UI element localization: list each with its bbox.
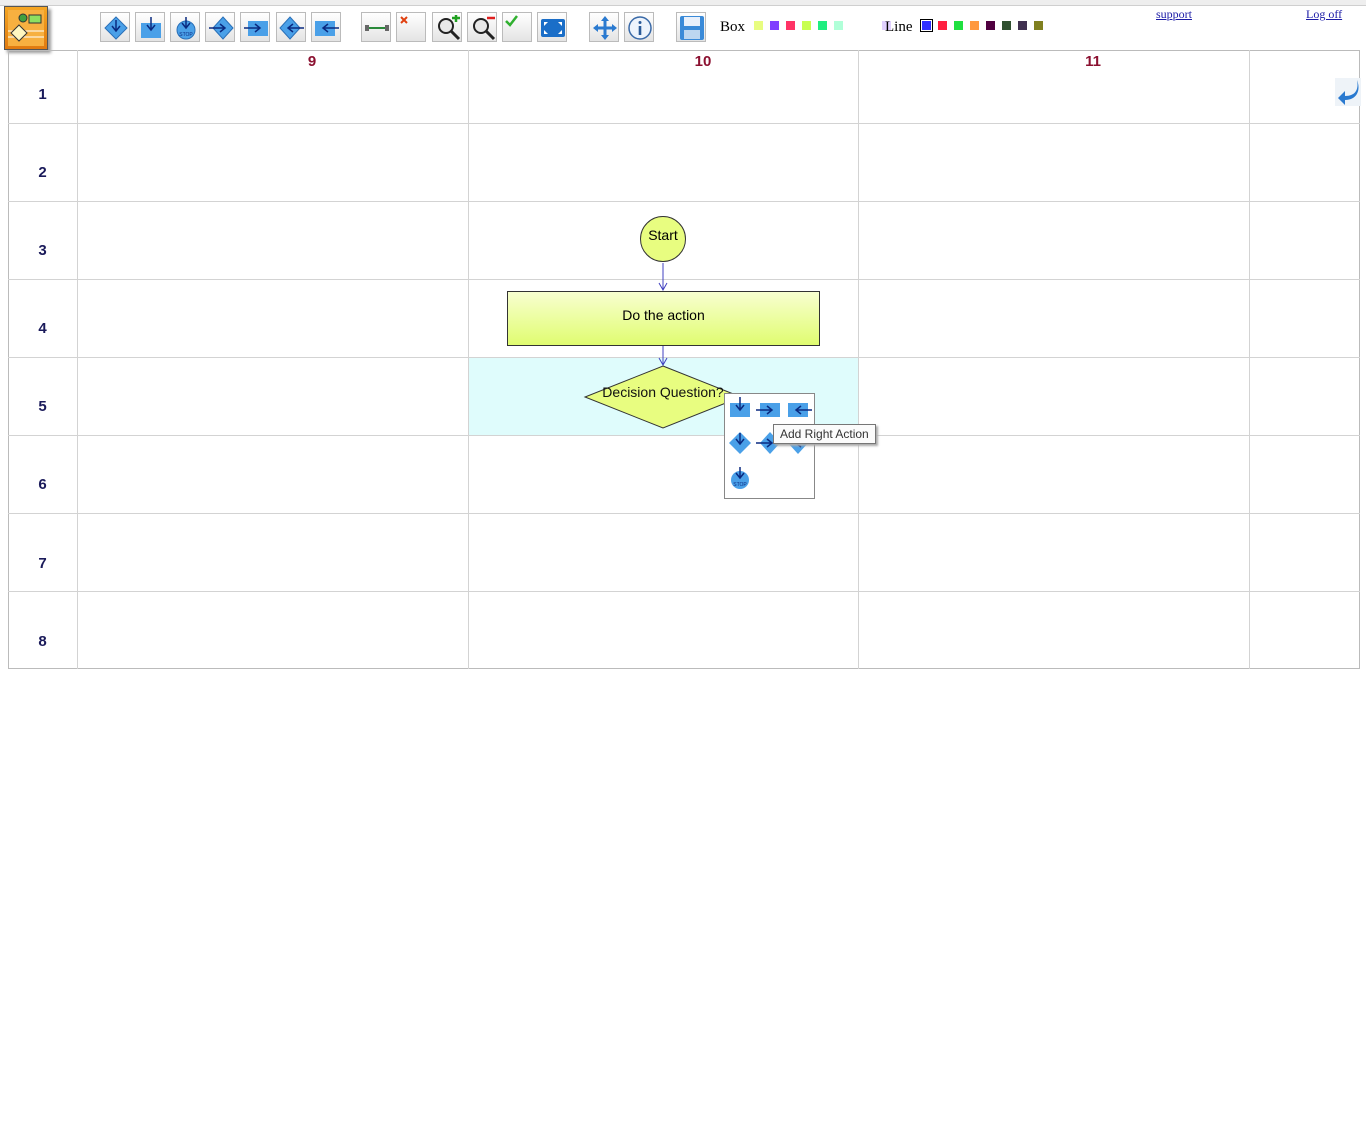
- move-button[interactable]: [589, 12, 619, 42]
- box-color-swatch[interactable]: [818, 21, 827, 30]
- add-right-decision-button[interactable]: [205, 12, 235, 42]
- connect-button[interactable]: [361, 12, 391, 42]
- add-left-action-button[interactable]: [311, 12, 341, 42]
- validate-button[interactable]: [502, 12, 532, 42]
- connector-icon: [365, 25, 389, 31]
- top-border: [0, 0, 1366, 6]
- box-right-icon: [244, 21, 268, 36]
- line-color-swatch[interactable]: [1018, 21, 1027, 30]
- popup-add-down-decision[interactable]: [727, 430, 753, 456]
- box-color-swatch[interactable]: [834, 21, 843, 30]
- move-icon: [593, 16, 617, 40]
- scroll-right-button[interactable]: [1335, 78, 1361, 106]
- zoom-in-icon: [438, 15, 461, 41]
- add-stop-button[interactable]: STOP: [170, 12, 200, 42]
- check-icon: [505, 15, 518, 27]
- column-header: 9: [307, 53, 317, 70]
- row-header: 4: [38, 320, 47, 337]
- box-color-swatch[interactable]: [850, 21, 859, 30]
- line-color-swatch[interactable]: [920, 19, 933, 32]
- fit-screen-button[interactable]: [537, 12, 567, 42]
- support-link[interactable]: support: [1156, 7, 1192, 21]
- box-left-icon: [315, 21, 339, 36]
- action-to-decision-connector: [658, 346, 668, 367]
- box-down-icon: [141, 17, 161, 38]
- return-arrow-icon: [1338, 80, 1359, 105]
- tooltip: Add Right Action: [773, 424, 876, 444]
- box-right-icon: [756, 403, 780, 417]
- flowchart-logo-icon: [8, 10, 44, 46]
- row-header: 6: [38, 476, 47, 493]
- save-button[interactable]: [676, 12, 706, 42]
- add-left-decision-button[interactable]: [276, 12, 306, 42]
- start-node[interactable]: Start: [640, 216, 686, 262]
- column-header: 10: [694, 53, 712, 70]
- row-header: 5: [38, 398, 47, 415]
- decision-node-label: Decision Question?: [602, 384, 724, 400]
- column-header: 11: [1085, 53, 1101, 70]
- popup-add-right-action[interactable]: [755, 396, 781, 422]
- svg-text:STOP: STOP: [179, 32, 193, 38]
- zoom-in-button[interactable]: [432, 12, 462, 42]
- connector-lines: [583, 263, 743, 429]
- info-button[interactable]: [624, 12, 654, 42]
- popup-add-left-action[interactable]: [787, 396, 813, 422]
- box-color-swatch[interactable]: [802, 21, 811, 30]
- delete-icon: [400, 16, 408, 24]
- flow-grid[interactable]: [8, 50, 1360, 669]
- delete-button[interactable]: [396, 12, 426, 42]
- row-header: 3: [38, 242, 47, 259]
- diamond-left-icon: [279, 16, 304, 40]
- zoom-out-button[interactable]: [467, 12, 497, 42]
- row-header: 1: [38, 86, 47, 103]
- row-header: 2: [38, 164, 47, 181]
- zoom-out-icon: [473, 16, 496, 41]
- stop-down-icon: STOP: [731, 467, 749, 489]
- diamond-right-icon: [209, 16, 234, 40]
- box-color-swatch[interactable]: [786, 21, 795, 30]
- box-color-swatch[interactable]: [770, 21, 779, 30]
- decision-shape[interactable]: [583, 365, 743, 429]
- popup-add-down-action[interactable]: [727, 396, 753, 422]
- line-color-swatch[interactable]: [970, 21, 979, 30]
- box-color-label: Box: [720, 19, 746, 35]
- popup-add-stop[interactable]: STOP: [727, 465, 753, 491]
- line-color-swatch[interactable]: [1002, 21, 1011, 30]
- line-color-swatch[interactable]: [986, 21, 995, 30]
- box-color-swatch[interactable]: [882, 21, 891, 30]
- diamond-down-icon: [104, 16, 128, 40]
- add-down-action-button[interactable]: [135, 12, 165, 42]
- line-color-swatch[interactable]: [938, 21, 947, 30]
- diamond-down-icon: [729, 432, 751, 454]
- row-header: 8: [38, 633, 47, 650]
- stop-down-icon: STOP: [176, 17, 196, 40]
- add-node-popup: STOP: [724, 393, 815, 499]
- box-color-swatch[interactable]: [754, 21, 763, 30]
- svg-text:STOP: STOP: [733, 482, 747, 488]
- line-color-swatch[interactable]: [954, 21, 963, 30]
- info-icon: [628, 16, 652, 40]
- row-header: 7: [38, 555, 47, 572]
- line-color-swatch[interactable]: [1034, 21, 1043, 30]
- action-node[interactable]: Do the action: [507, 291, 820, 346]
- box-down-icon: [730, 397, 750, 417]
- start-to-action-connector: [658, 263, 668, 292]
- add-right-action-button[interactable]: [240, 12, 270, 42]
- logoff-link[interactable]: Log off: [1306, 7, 1343, 21]
- fit-screen-icon: [541, 19, 565, 37]
- line-color-label: Line: [885, 19, 913, 35]
- box-color-swatch[interactable]: [866, 21, 875, 30]
- box-left-icon: [788, 403, 812, 417]
- floppy-icon: [680, 16, 704, 40]
- app-logo: [4, 6, 48, 50]
- add-down-decision-button[interactable]: [100, 12, 130, 42]
